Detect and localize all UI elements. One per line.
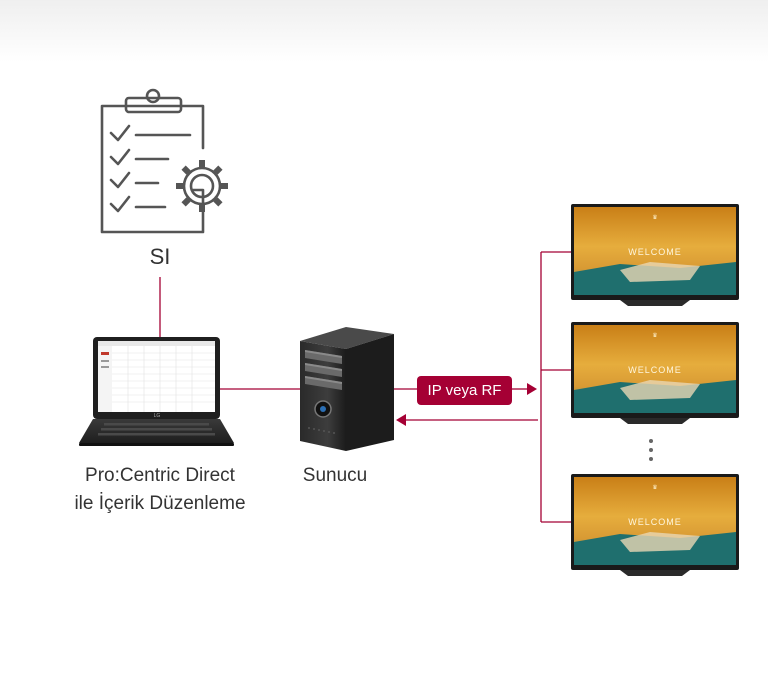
connection-badge-label: IP veya RF: [427, 382, 502, 399]
header-band: [0, 0, 768, 62]
svg-text:♛: ♛: [652, 214, 657, 221]
laptop-icon: LG: [79, 337, 234, 446]
tv-welcome-text: WELCOME: [628, 517, 682, 527]
tv-icon: ♛ WELCOME: [571, 474, 739, 576]
tv-welcome-text: WELCOME: [628, 247, 682, 257]
server-label: Sunucu: [302, 465, 368, 486]
svg-text:♛: ♛: [652, 332, 657, 339]
connector-lines: [159, 251, 571, 523]
arrow-right-icon: [527, 383, 537, 395]
svg-text:LG: LG: [154, 413, 161, 419]
more-screens-ellipsis-icon: [649, 439, 653, 461]
si-label: SI: [149, 244, 171, 269]
client-label-line2: ile İçerik Düzenleme: [74, 493, 246, 514]
connection-badge: [417, 376, 512, 405]
svg-text:♛: ♛: [652, 484, 657, 491]
client-label-line1: Pro:Centric Direct: [85, 465, 235, 486]
tv-welcome-text: WELCOME: [628, 365, 682, 375]
clipboard-checklist-gear-icon: [100, 88, 228, 234]
tv-icon: ♛ WELCOME: [571, 322, 739, 424]
tv-icon: ♛ WELCOME: [571, 204, 739, 306]
arrow-left-icon: [396, 414, 406, 426]
server-tower-icon: [300, 327, 394, 451]
